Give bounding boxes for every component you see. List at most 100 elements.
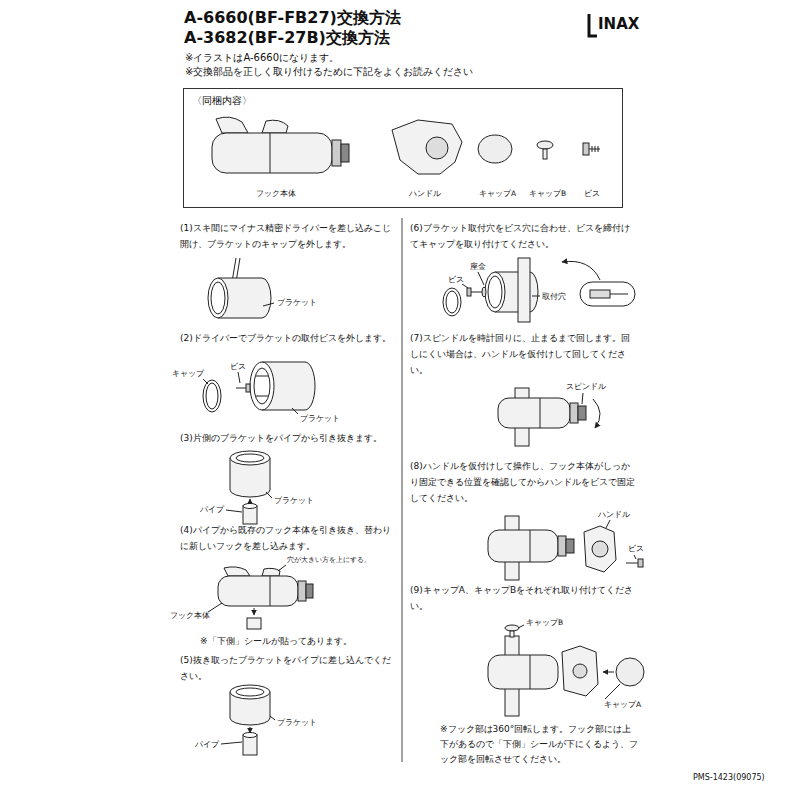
hook-drawing xyxy=(603,672,614,673)
hook-drawing xyxy=(247,618,261,629)
hook-drawing xyxy=(616,658,644,686)
bracket-drawing xyxy=(462,284,468,288)
hook-drawing xyxy=(578,406,586,420)
bracket-drawing xyxy=(482,287,486,297)
bracket-drawing xyxy=(250,362,274,410)
part-label: キャップB xyxy=(526,618,563,627)
brand-logo: INAX xyxy=(598,15,639,34)
bracket-drawing xyxy=(488,276,502,308)
hook-drawing xyxy=(498,388,600,446)
hook-drawing xyxy=(224,567,250,576)
part-label: 座金 xyxy=(470,262,486,271)
bracket-drawing xyxy=(206,383,218,409)
bracket-drawing xyxy=(226,510,242,512)
hook-drawing xyxy=(605,684,620,699)
hook-body-part xyxy=(212,117,349,173)
cap-b-part xyxy=(543,149,547,159)
column-divider xyxy=(402,218,403,762)
step-text: (6)ブラケット取付穴をビス穴に合わせ、ビスを締付けてキャップを取り付けてくださ… xyxy=(410,220,636,252)
bracket-drawing xyxy=(590,290,610,298)
hook-drawing xyxy=(638,559,643,567)
hook-drawing xyxy=(606,520,610,528)
hook-drawing xyxy=(626,563,638,564)
part-label: スピンドル xyxy=(566,382,606,391)
handle-part xyxy=(426,137,448,159)
part-label: ブラケット xyxy=(274,496,314,505)
bracket-drawing xyxy=(518,258,530,322)
bracket-drawing xyxy=(236,688,264,696)
part-label: パイプ xyxy=(195,740,219,749)
hook-drawing xyxy=(488,655,558,689)
hook-body-part xyxy=(262,120,288,133)
bracket-drawing xyxy=(250,499,251,503)
part-label: ハンドル xyxy=(598,510,630,519)
hook-drawing xyxy=(570,403,578,423)
frame-heading: 〈同梱内容〉 xyxy=(192,95,252,108)
bracket-drawing xyxy=(236,388,246,389)
hook-drawing xyxy=(584,526,616,572)
step-text: (2)ドライバーでブラケットの取付ビスを外します。 xyxy=(180,330,398,346)
part-label: ハンドル xyxy=(409,189,441,198)
note: ※交換部品を正しく取り付けるために下記をよくお読みください xyxy=(185,65,473,78)
part-label: ブラケット xyxy=(277,298,317,307)
screw-part xyxy=(583,143,600,155)
hook-body-part xyxy=(212,133,332,173)
cap-a-part xyxy=(478,135,512,163)
bracket-drawing xyxy=(470,292,482,293)
hook-body-part xyxy=(341,144,349,162)
part-label: キャップA xyxy=(479,189,516,198)
part-label: ブラケット xyxy=(277,718,317,727)
hook-drawing xyxy=(573,664,587,678)
hook-drawing xyxy=(208,565,313,629)
bracket-drawing xyxy=(208,258,274,318)
bracket-drawing xyxy=(562,261,600,280)
part-label: 取付穴 xyxy=(542,292,566,301)
note: ※イラストはA-6660になります。 xyxy=(185,51,339,64)
step-text: (5)抜き取ったブラケットをパイプに差し込んでください。 xyxy=(180,652,398,684)
hook-drawing xyxy=(278,565,286,571)
bracket-drawing xyxy=(211,282,225,314)
contents-frame: 〈同梱内容〉フック本体ハンドルキャップAキャップBビス xyxy=(183,88,623,208)
bracket-drawing xyxy=(292,408,298,414)
note: ※「下側」シールが貼ってあります。 xyxy=(200,636,352,647)
step-text: (8)ハンドルを仮付けして操作し、フック本体がしっかり固定できる位置を確認してか… xyxy=(410,458,636,506)
bracket-drawing xyxy=(221,685,275,755)
step-text: (9)キャップA、キャップBをそれぞれ取り付けてください。 xyxy=(410,582,636,614)
hook-drawing xyxy=(518,625,524,628)
part-label: ビス xyxy=(584,189,600,198)
hook-drawing xyxy=(558,536,566,556)
handle-part xyxy=(392,120,462,174)
bracket-drawing xyxy=(203,362,315,414)
bracket-drawing xyxy=(221,742,242,744)
bracket-drawing xyxy=(230,451,270,465)
bracket-drawing xyxy=(266,492,272,498)
bracket-drawing xyxy=(610,294,628,295)
hook-drawing xyxy=(566,539,574,553)
part-label: ビス xyxy=(448,275,464,284)
bracket-drawing xyxy=(254,368,270,404)
step-text: (4)パイプから既存のフック本体を引き抜き、替わりに新しいフックを差し込みます。 xyxy=(180,522,398,554)
bracket-drawing xyxy=(203,380,221,412)
hook-drawing xyxy=(208,603,222,612)
hook-drawing xyxy=(505,625,519,631)
step-text: (1)スキ間にマイナス精密ドライバーを差し込みこじ開け、ブラケットのキャップを外… xyxy=(180,220,398,252)
hook-drawing xyxy=(270,576,271,606)
part-label: ビス xyxy=(628,544,644,553)
bracket-drawing xyxy=(238,372,240,383)
bracket-drawing xyxy=(485,272,505,312)
document-code: PMS-1423(09075) xyxy=(693,773,765,783)
hook-body-part xyxy=(216,117,248,133)
part-label: キャップ xyxy=(172,369,204,378)
screw-part xyxy=(598,146,599,152)
bracket-drawing xyxy=(580,282,635,306)
hook-drawing xyxy=(582,393,583,404)
hook-drawing xyxy=(530,655,531,689)
cap-b-part xyxy=(537,141,553,159)
bracket-drawing xyxy=(243,504,257,509)
part-label: フック本体 xyxy=(256,189,296,198)
hook-drawing xyxy=(540,398,541,428)
handle-part xyxy=(392,120,462,174)
hook-drawing xyxy=(488,625,644,716)
